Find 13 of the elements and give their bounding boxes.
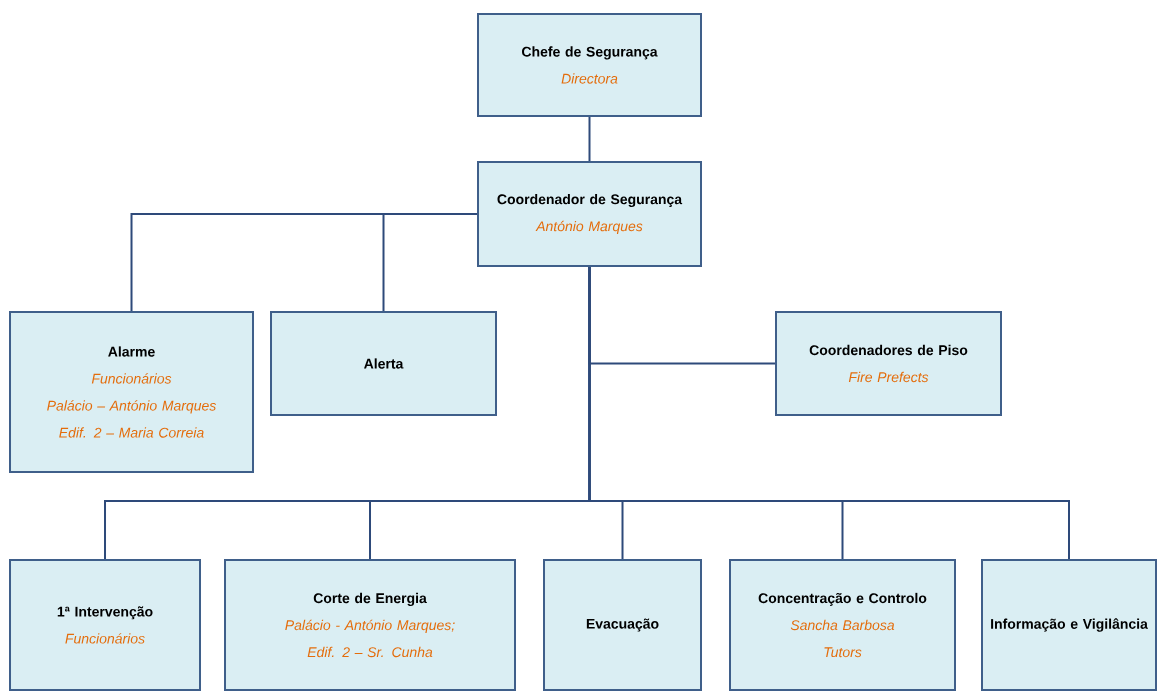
connector-line (382, 213, 478, 312)
org-box: Informação e Vigilância (981, 559, 1157, 691)
connector-line (588, 266, 1070, 560)
org-box: Coordenador de Segurança António Marques (477, 161, 702, 267)
org-box: 1ª Intervenção Funcionários (9, 559, 201, 691)
org-box: Coordenadores de Piso Fire Prefects (775, 311, 1002, 416)
org-box: Concentração e Controlo Sancha Barbosa Tutors (729, 559, 956, 691)
org-box: Alerta (270, 311, 497, 416)
org-box: Alarme Funcionários Palácio – António Marques Edif. 2 – Maria Correia (9, 311, 254, 473)
org-box: Chefe de Segurança Directora (477, 13, 702, 117)
connector-line (588, 116, 591, 162)
org-box: Evacuação (543, 559, 702, 691)
org-box: Corte de Energia Palácio - António Marques; Edif. 2 – Sr. Cunha (224, 559, 516, 691)
